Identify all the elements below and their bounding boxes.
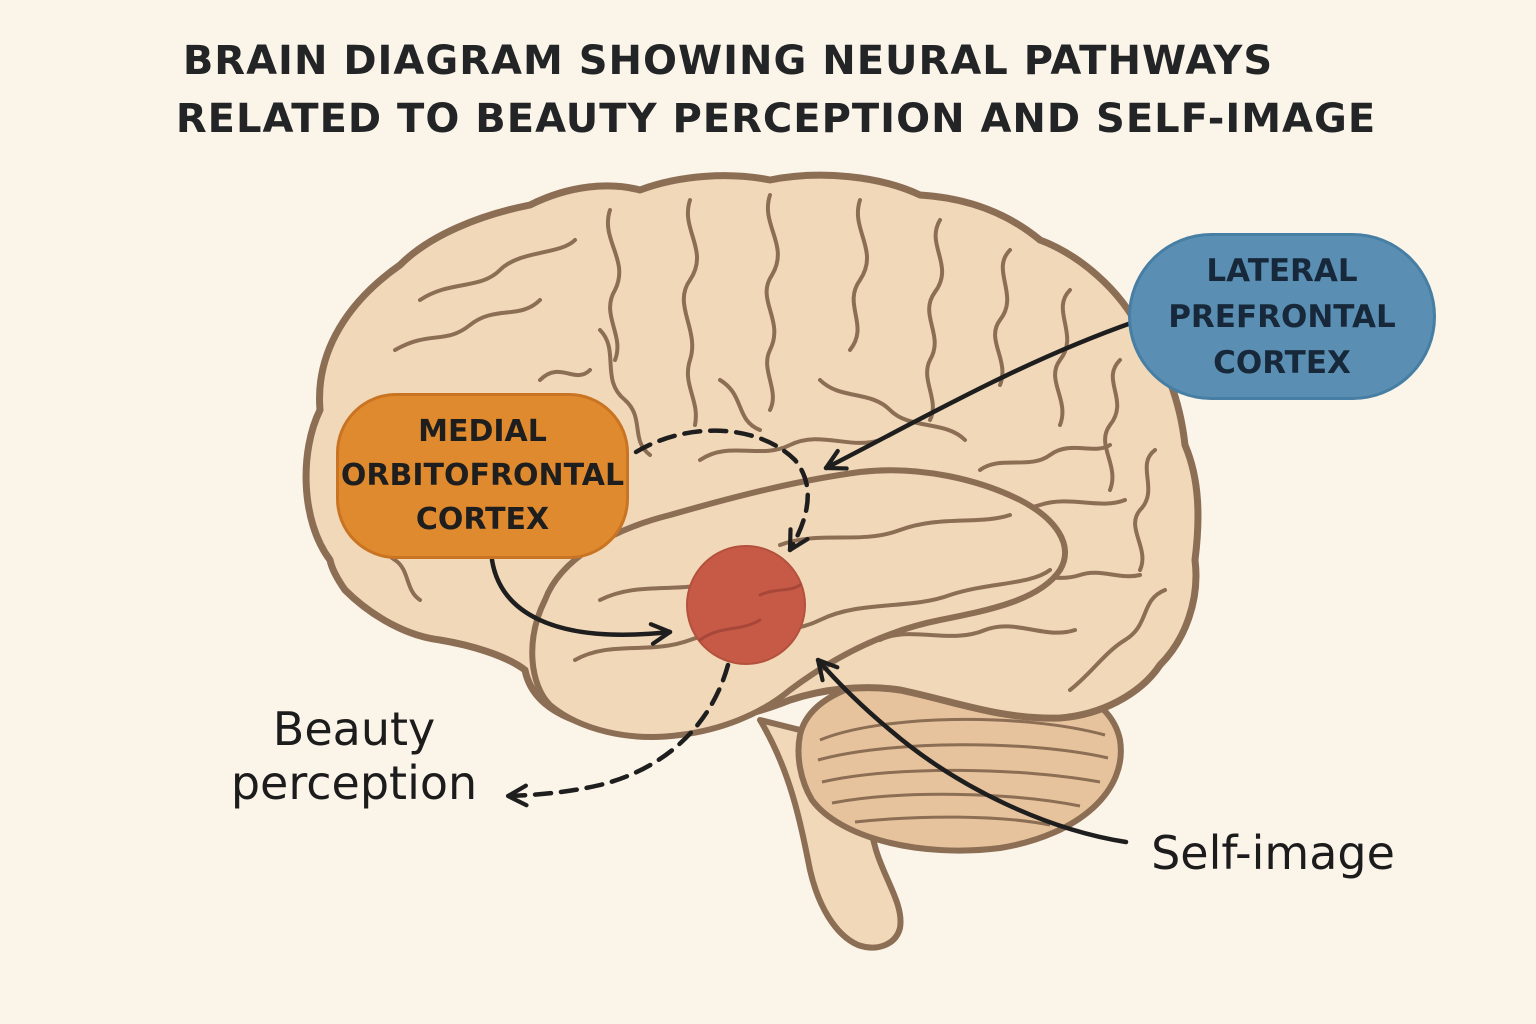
self-image-label: Self-image	[1151, 826, 1395, 880]
arrow-beauty	[505, 662, 731, 808]
central-node	[686, 545, 806, 665]
mofc-label-line-2: ORBITOFRONTAL	[340, 458, 625, 493]
central-node-fold	[698, 618, 762, 642]
arrow-mofc-solid	[489, 557, 673, 646]
title-line-1: BRAIN DIAGRAM SHOWING NEURAL PATHWAYS	[182, 38, 1274, 84]
arrow-self-image	[815, 657, 1129, 845]
beauty-label-line-2: perception	[230, 756, 478, 810]
title-line-2: RELATED TO BEAUTY PERCEPTION AND SELF-IM…	[175, 96, 1377, 142]
mofc-label-box: MEDIAL ORBITOFRONTAL CORTEX	[336, 393, 629, 559]
lpfc-label-box: LATERAL PREFRONTAL CORTEX	[1128, 233, 1436, 400]
lpfc-label-line-2: PREFRONTAL	[1168, 298, 1396, 335]
lpfc-label-line-1: LATERAL	[1206, 252, 1358, 289]
mofc-label-line-1: MEDIAL	[418, 414, 547, 449]
lpfc-label-line-3: CORTEX	[1213, 344, 1351, 381]
beauty-perception-label: Beauty perception	[214, 702, 494, 810]
beauty-label-line-1: Beauty	[272, 702, 436, 756]
arrow-lpfc	[823, 319, 1137, 471]
mofc-label-line-3: CORTEX	[415, 502, 550, 537]
arrow-mofc-dashed	[633, 428, 810, 553]
